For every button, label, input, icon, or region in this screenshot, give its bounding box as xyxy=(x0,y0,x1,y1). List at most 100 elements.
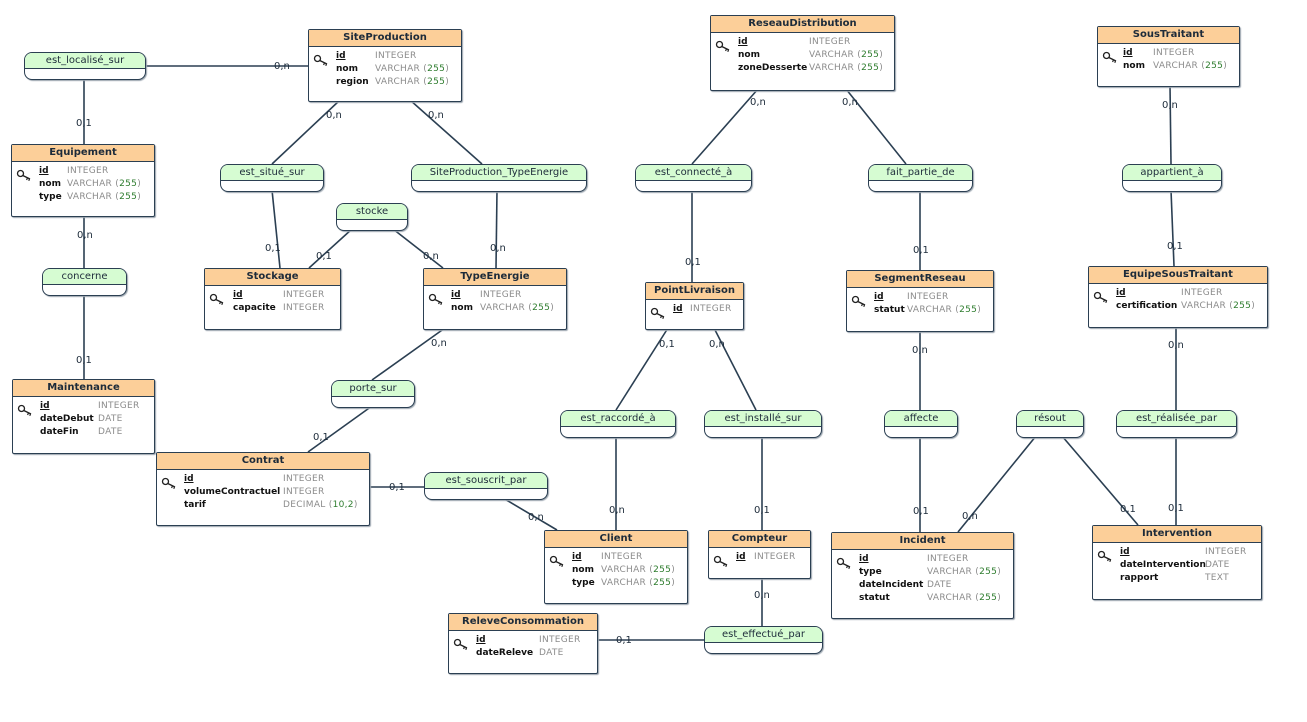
association-est-situe-sur[interactable]: est_situé_sur xyxy=(220,164,324,192)
primary-key-name: id xyxy=(476,635,486,645)
link-appartient-a-sous-traitant xyxy=(1169,84,1172,165)
attribute-type-name: VARCHAR xyxy=(601,578,647,588)
cardinality-label: 0,1 xyxy=(754,505,770,516)
attribute-type: VARCHAR (255) xyxy=(67,179,141,189)
association-fait-partie-de[interactable]: fait_partie_de xyxy=(868,164,973,192)
attribute-name: type xyxy=(572,578,595,588)
entity-title: EquipeSousTraitant xyxy=(1089,267,1267,284)
primary-key-icon xyxy=(313,51,329,66)
association-affecte[interactable]: affecte xyxy=(884,410,958,438)
association-title: affecte xyxy=(885,411,957,427)
link-resout-incident xyxy=(957,435,1037,533)
attribute-name: statut xyxy=(859,593,890,603)
cardinality-label: 0,n xyxy=(326,110,342,121)
primary-key-name: id xyxy=(673,304,683,314)
association-resout[interactable]: résout xyxy=(1016,410,1084,438)
association-concerne[interactable]: concerne xyxy=(42,268,127,296)
attribute-type: INTEGER xyxy=(690,303,732,316)
primary-key-icon xyxy=(1097,547,1113,562)
attribute-length: 10,2 xyxy=(332,500,354,510)
attribute-type-name: VARCHAR xyxy=(927,567,973,577)
attribute-type: DATE xyxy=(539,647,564,660)
attribute-type-name: VARCHAR xyxy=(1181,301,1227,311)
association-est-realisee-par[interactable]: est_réalisée_par xyxy=(1116,410,1237,438)
association-est-souscrit-par[interactable]: est_souscrit_par xyxy=(424,472,548,500)
attribute-type-name: INTEGER xyxy=(809,37,851,47)
attribute-name: type xyxy=(39,192,62,202)
association-est-localise-sur[interactable]: est_localisé_sur xyxy=(24,52,146,80)
association-title: stocke xyxy=(337,204,407,220)
attribute-type: VARCHAR (255) xyxy=(907,305,981,315)
attribute-type-name: DATE xyxy=(539,648,564,658)
attribute-name: capacite xyxy=(233,303,276,313)
attribute-length: 255 xyxy=(119,192,138,202)
cardinality-label: 0,n xyxy=(842,97,858,108)
cardinality-label: 0,1 xyxy=(389,482,405,493)
attribute-type-name: INTEGER xyxy=(1181,288,1223,298)
entity-title: Compteur xyxy=(709,531,810,548)
primary-key-name: id xyxy=(1120,547,1130,557)
attribute-length: 255 xyxy=(861,50,880,60)
link-est-installe-sur-point-livraison xyxy=(713,327,757,411)
association-appartient-a[interactable]: appartient_à xyxy=(1122,164,1222,192)
attribute-type: DECIMAL (10,2) xyxy=(283,500,358,510)
attribute-type-name: VARCHAR xyxy=(601,565,647,575)
association-est-connecte-a[interactable]: est_connecté_à xyxy=(635,164,752,192)
cardinality-label: 0,n xyxy=(1168,340,1184,351)
attribute-type-name: INTEGER xyxy=(754,552,796,562)
attribute-type: VARCHAR (255) xyxy=(1181,301,1255,311)
association-title: est_situé_sur xyxy=(221,165,323,181)
cardinality-label: 0,n xyxy=(528,512,544,523)
association-title: fait_partie_de xyxy=(869,165,972,181)
association-title: est_effectué_par xyxy=(705,627,822,643)
cardinality-label: 0,1 xyxy=(313,432,329,443)
attribute-name: nom xyxy=(572,565,594,575)
association-porte-sur[interactable]: porte_sur xyxy=(331,380,415,408)
attribute-type-name: INTEGER xyxy=(98,401,140,411)
attribute-type: VARCHAR (255) xyxy=(601,565,675,575)
association-stocke[interactable]: stocke xyxy=(336,203,408,231)
association-est-installe-sur[interactable]: est_installé_sur xyxy=(704,410,822,438)
association-est-effectue-par[interactable]: est_effectué_par xyxy=(704,626,823,654)
attribute-type: INTEGER xyxy=(67,165,109,178)
link-fait-partie-de-reseau-distribution xyxy=(845,88,907,165)
association-title: est_raccordé_à xyxy=(561,411,675,427)
link-est-situe-sur-site-production xyxy=(271,99,341,165)
attribute-type: DATE xyxy=(1205,559,1230,572)
attribute-type: VARCHAR (255) xyxy=(927,567,1001,577)
cardinality-label: 0,1 xyxy=(76,355,92,366)
association-est-raccorde-a[interactable]: est_raccordé_à xyxy=(560,410,676,438)
entity-title: Client xyxy=(545,531,687,548)
link-stocke-type-energie xyxy=(392,228,444,269)
association-site-production-type-energie[interactable]: SiteProduction_TypeEnergie xyxy=(411,164,587,192)
attribute-type-name: TEXT xyxy=(1205,573,1229,583)
attribute-length: 255 xyxy=(1233,301,1252,311)
entity-title: SousTraitant xyxy=(1098,27,1239,44)
